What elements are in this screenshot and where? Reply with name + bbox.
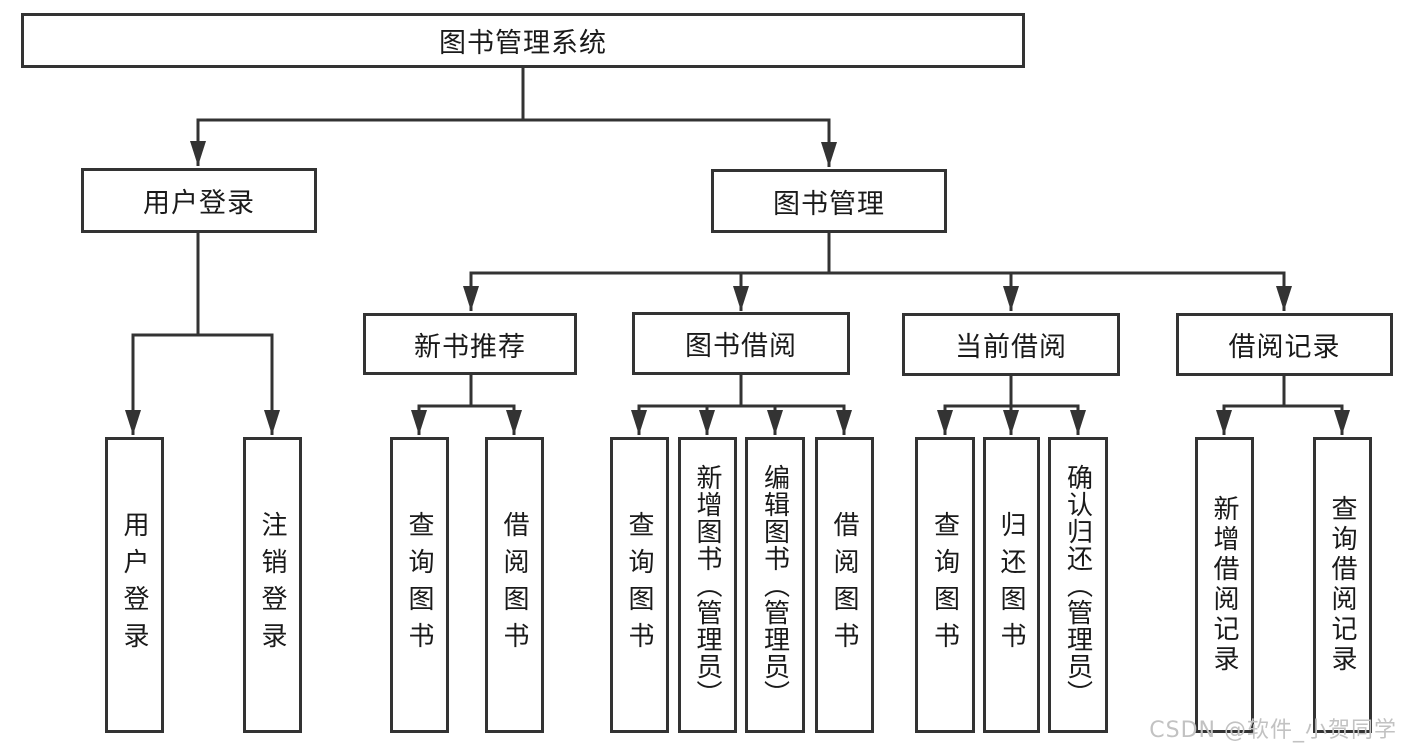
node-borrowing-records: 借阅记录	[1176, 313, 1393, 376]
leaf-query-borrow-record: 查询借阅记录	[1313, 437, 1372, 733]
node-root-system: 图书管理系统	[21, 13, 1025, 68]
leaf-confirm-return-admin: 确认归还（管理员）	[1048, 437, 1108, 733]
leaf-query-books-borrowing: 查询图书	[610, 437, 669, 733]
leaf-query-books-recommend: 查询图书	[390, 437, 449, 733]
leaf-return-books: 归还图书	[983, 437, 1040, 733]
node-current-borrowing: 当前借阅	[902, 313, 1120, 376]
node-book-borrowing: 图书借阅	[632, 312, 850, 375]
leaf-add-borrow-record: 新增借阅记录	[1195, 437, 1254, 733]
leaf-query-books-current: 查询图书	[915, 437, 975, 733]
node-book-management: 图书管理	[711, 169, 947, 233]
node-user-login: 用户登录	[81, 168, 317, 233]
edges-current-to-leaves	[937, 374, 1086, 435]
leaf-borrow-books: 借阅图书	[815, 437, 874, 733]
edges-borrowing-to-leaves	[631, 373, 852, 435]
edges-records-to-leaves	[1216, 374, 1350, 435]
edges-newbook-to-leaves	[411, 373, 522, 435]
leaf-edit-books-admin: 编辑图书（管理员）	[745, 437, 805, 733]
leaf-user-login: 用户登录	[105, 437, 164, 733]
edges-root-to-level2	[190, 66, 837, 167]
leaf-logout: 注销登录	[243, 437, 302, 733]
node-new-book-recommend: 新书推荐	[363, 313, 577, 375]
edges-userlogin-to-leaves	[125, 232, 280, 435]
csdn-watermark: CSDN @软件_小贺同学	[1149, 718, 1397, 743]
leaf-add-books-admin: 新增图书（管理员）	[678, 437, 737, 733]
leaf-borrow-books-recommend: 借阅图书	[485, 437, 544, 733]
edges-bookmgmt-to-level3	[463, 232, 1292, 311]
